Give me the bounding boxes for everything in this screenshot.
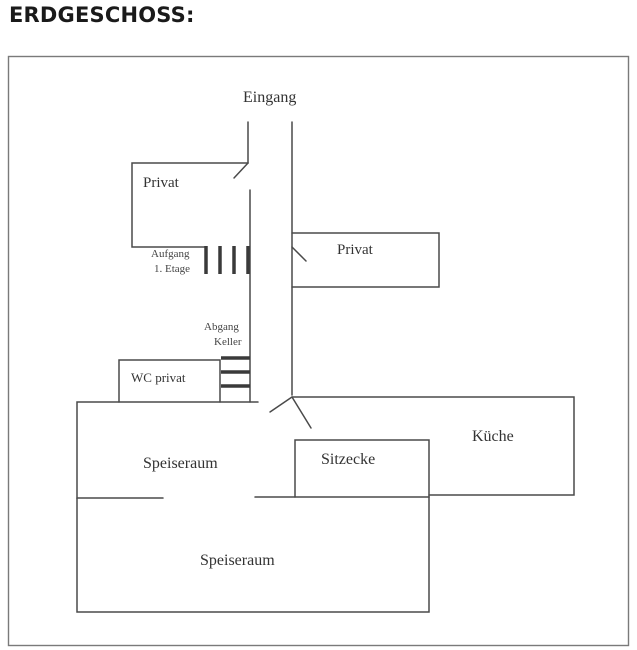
label-speiseraum-bottom: Speiseraum — [200, 552, 275, 569]
label-abgang: Abgang — [204, 321, 239, 333]
label-privat-right: Privat — [337, 242, 374, 258]
page-title: ERDGESCHOSS: — [9, 3, 195, 27]
label-kueche: Küche — [472, 428, 514, 445]
plan-frame — [7, 55, 630, 647]
label-aufgang: Aufgang — [151, 248, 190, 260]
room-speiseraum-top — [76, 401, 259, 499]
room-sitzecke — [294, 439, 430, 498]
door-junction — [269, 396, 312, 429]
stairs-up — [204, 246, 250, 274]
label-speiseraum-top: Speiseraum — [143, 455, 218, 472]
label-privat-left: Privat — [143, 175, 180, 191]
label-etage: 1. Etage — [154, 263, 190, 275]
room-privat-left — [131, 162, 249, 248]
label-eingang: Eingang — [243, 89, 296, 106]
label-keller: Keller — [214, 336, 242, 348]
room-kueche — [291, 396, 575, 496]
door-privat-left — [233, 162, 249, 179]
room-privat-right — [291, 232, 440, 288]
room-speiseraum-bottom — [76, 496, 430, 613]
stairs-down — [221, 356, 250, 388]
label-sitzecke: Sitzecke — [321, 451, 375, 468]
walls — [76, 121, 575, 613]
room-wc — [118, 359, 221, 403]
door-privat-right — [291, 246, 307, 262]
label-wc: WC privat — [131, 370, 186, 385]
